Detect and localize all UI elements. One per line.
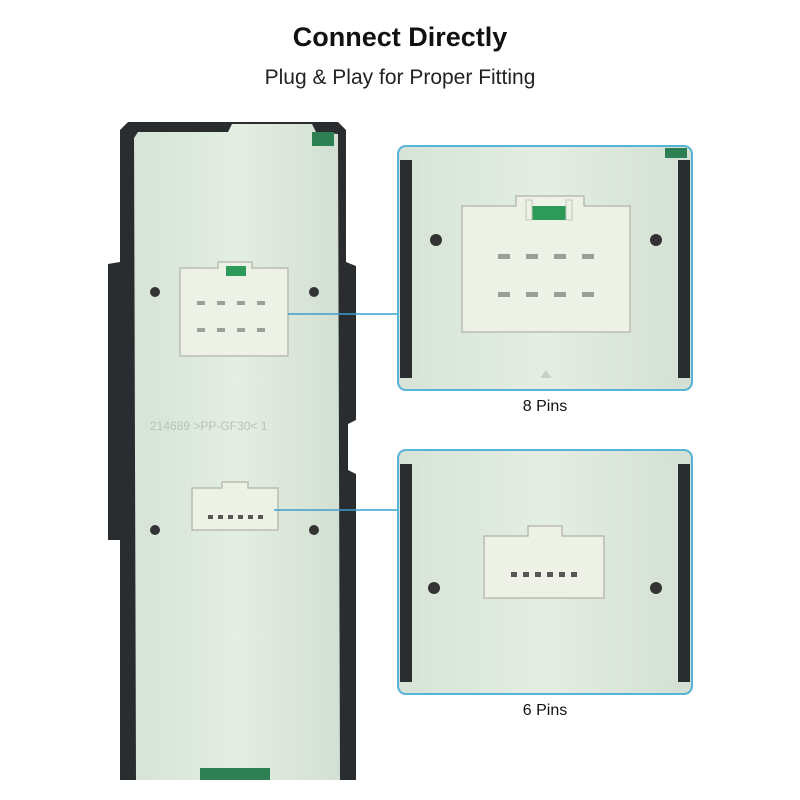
caption-8-pins: 8 Pins <box>522 398 568 415</box>
callout-6pin <box>397 449 693 695</box>
subheadline: Plug & Play for Proper Fitting <box>264 66 536 89</box>
caption-6-pins: 6 Pins <box>522 702 568 719</box>
callout-8pin <box>397 145 693 391</box>
headline: Connect Directly <box>292 22 508 52</box>
connector-8pin-small <box>179 261 289 357</box>
switch-housing: 214689 >PP-GF30< 1 <box>108 122 356 780</box>
connector-6pin-small <box>191 481 279 531</box>
part-marking: 214689 >PP-GF30< 1 <box>150 419 268 433</box>
